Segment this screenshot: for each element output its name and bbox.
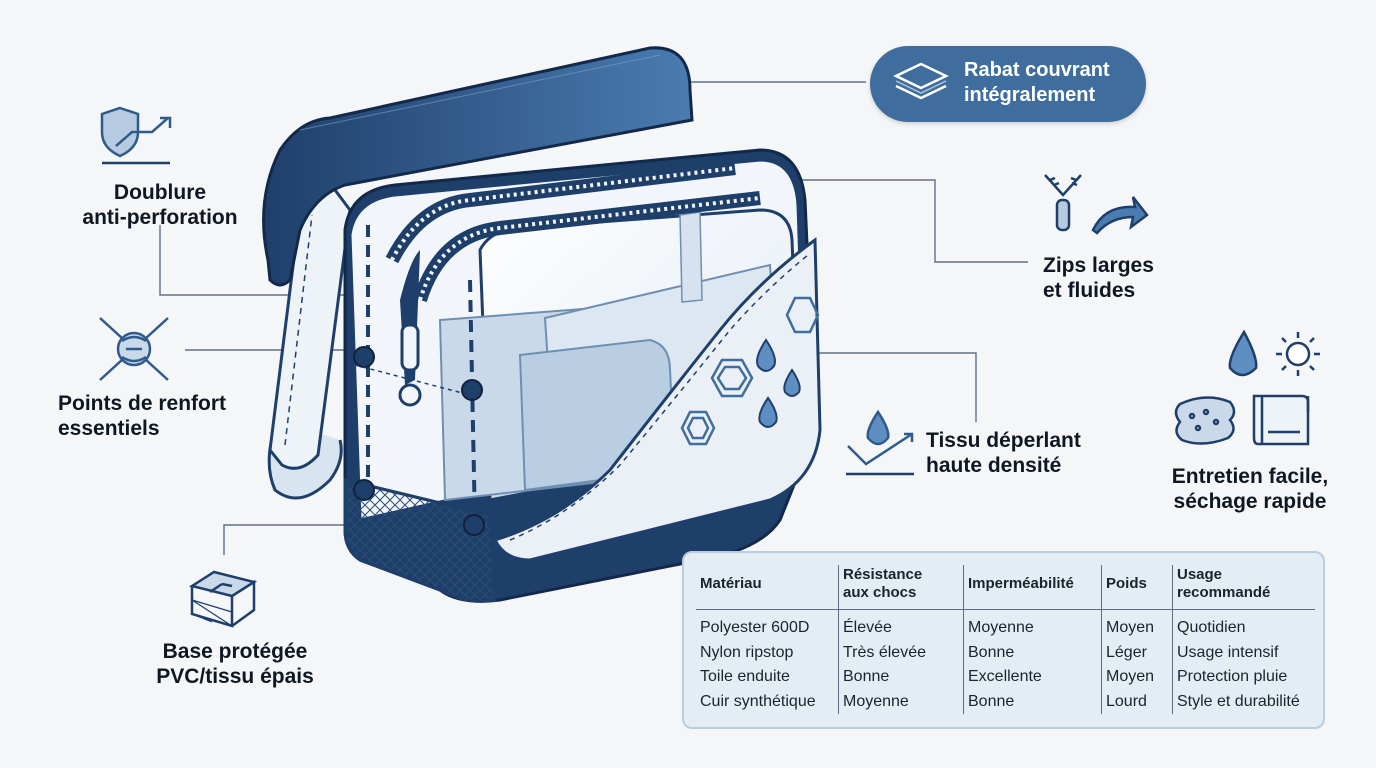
- zipper-arrow-icon: [1044, 174, 1149, 235]
- cell-waterproof: Bonne: [963, 689, 1102, 714]
- water-drop-surface-icon: [846, 409, 914, 476]
- stacked-layers-icon: [893, 62, 949, 100]
- header-material: Matériau: [696, 565, 839, 610]
- care-label: Entretien facile, séchage rapide: [1171, 465, 1329, 513]
- flap: [262, 46, 694, 287]
- cell-waterproof: Excellente: [963, 665, 1102, 690]
- shield-arrow-icon: [100, 106, 172, 165]
- reinforcement-label: Points de renfort essentiels: [58, 392, 227, 440]
- base-label: Base protégée PVC/tissu épais: [156, 640, 314, 688]
- cell-resistance: Moyenne: [838, 689, 964, 714]
- header-usage: Usage recommandé: [1172, 565, 1315, 610]
- fabric-label: Tissu déperlant haute densité: [926, 429, 1081, 477]
- cell-material: Toile enduite: [700, 668, 790, 686]
- cell-usage: Style et durabilité: [1172, 689, 1315, 714]
- table-row: Toile enduite Bonne Excellente Moyen Pro…: [696, 665, 1315, 690]
- lining-label: Doublure anti-perforation: [82, 181, 238, 229]
- cell-usage: Usage intensif: [1172, 640, 1315, 665]
- flap-label: Rabat couvrant intégralement: [964, 59, 1110, 106]
- cell-material: Polyester 600D: [700, 619, 810, 637]
- header-waterproof: Imperméabilité: [963, 565, 1102, 610]
- cell-resistance: Bonne: [838, 665, 964, 690]
- header-resistance: Résistance aux chocs: [838, 565, 964, 610]
- table-row: Nylon ripstop Très élevée Bonne Léger Us…: [696, 640, 1315, 665]
- knot-icon: [99, 317, 169, 381]
- drop-sun-sponge-towel-icon: [1174, 329, 1320, 446]
- bag-body: [343, 148, 822, 603]
- cell-resistance: Très élevée: [838, 640, 964, 665]
- cell-waterproof: Bonne: [963, 640, 1102, 665]
- cell-waterproof: Moyenne: [963, 609, 1102, 641]
- zipper-pull: [398, 323, 422, 407]
- cell-weight: Lourd: [1101, 689, 1173, 714]
- table-row: Polyester 600D Élevée Moyenne Moyen Quot…: [696, 609, 1315, 641]
- cell-weight: Moyen: [1101, 665, 1173, 690]
- water-drops: [756, 338, 801, 428]
- cell-material: Nylon ripstop: [700, 643, 794, 661]
- zips-label: Zips larges et fluides: [1043, 254, 1154, 302]
- materials-comparison-table: Matériau Résistance aux chocs Imperméabi…: [682, 551, 1325, 729]
- cell-usage: Protection pluie: [1172, 665, 1315, 690]
- cell-weight: Léger: [1101, 640, 1173, 665]
- cell-usage: Quotidien: [1172, 609, 1315, 641]
- materials-table: Matériau Résistance aux chocs Imperméabi…: [696, 565, 1315, 714]
- table-row: Cuir synthétique Moyenne Bonne Lourd Sty…: [696, 689, 1315, 714]
- table-header-row: Matériau Résistance aux chocs Imperméabi…: [696, 565, 1315, 610]
- box-base-icon: [188, 570, 258, 628]
- cell-weight: Moyen: [1101, 609, 1173, 641]
- hexagon-pattern: [680, 296, 820, 446]
- header-weight: Poids: [1101, 565, 1173, 610]
- flap-callout-pill: Rabat couvrant intégralement: [870, 46, 1146, 122]
- cell-material: Cuir synthétique: [700, 692, 816, 710]
- cell-resistance: Élevée: [838, 609, 964, 641]
